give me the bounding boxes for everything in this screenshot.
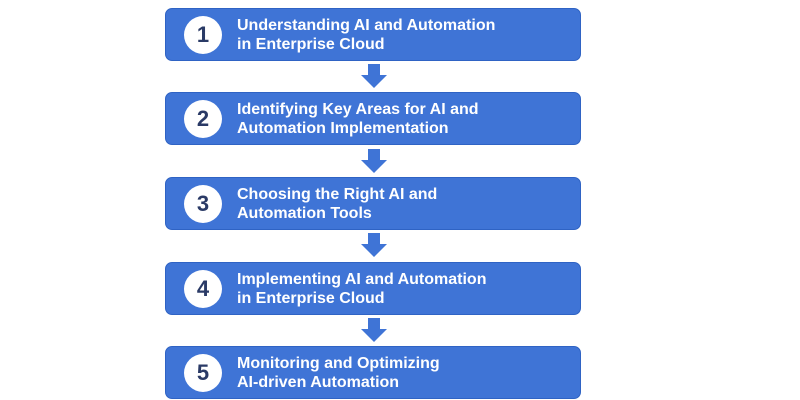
- step-box-2: 2 Identifying Key Areas for AI and Autom…: [165, 92, 581, 145]
- step-number-badge: 2: [184, 99, 222, 138]
- step-number-badge: 3: [184, 184, 222, 223]
- step-label: Implementing AI and Automation in Enterp…: [237, 270, 487, 307]
- down-arrow-icon: [361, 233, 387, 257]
- step-label: Monitoring and Optimizing AI-driven Auto…: [237, 354, 440, 391]
- step-number-badge: 4: [184, 269, 222, 308]
- step-label: Identifying Key Areas for AI and Automat…: [237, 100, 479, 137]
- step-number-badge: 1: [184, 15, 222, 54]
- step-label: Choosing the Right AI and Automation Too…: [237, 185, 438, 222]
- step-label: Understanding AI and Automation in Enter…: [237, 16, 496, 53]
- step-box-4: 4 Implementing AI and Automation in Ente…: [165, 262, 581, 315]
- step-box-1: 1 Understanding AI and Automation in Ent…: [165, 8, 581, 61]
- step-box-3: 3 Choosing the Right AI and Automation T…: [165, 177, 581, 230]
- step-number-badge: 5: [184, 353, 222, 392]
- down-arrow-icon: [361, 64, 387, 88]
- down-arrow-icon: [361, 149, 387, 173]
- step-box-5: 5 Monitoring and Optimizing AI-driven Au…: [165, 346, 581, 399]
- down-arrow-icon: [361, 318, 387, 342]
